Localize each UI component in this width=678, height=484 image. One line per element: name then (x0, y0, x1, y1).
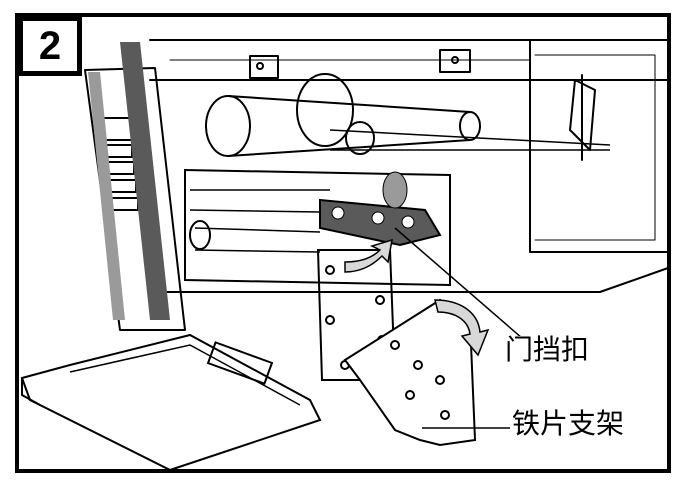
bracket-hole (413, 360, 423, 370)
latch-knob (382, 171, 408, 209)
spindle-hub (345, 121, 375, 155)
ribbon-shaft (329, 129, 611, 151)
plate-hole (375, 295, 385, 305)
platen-end (189, 220, 211, 250)
front-tray (20, 333, 322, 472)
hinge-left (249, 55, 279, 79)
bracket-hole (435, 375, 445, 385)
door-latch-label: 门挡扣 (505, 333, 590, 366)
mechanism-rollers (189, 189, 330, 253)
latch-hole (331, 206, 345, 220)
hinge-screw (451, 56, 459, 64)
ribbon-spindle-disk (296, 73, 354, 147)
step-number-badge: 2 (18, 16, 82, 76)
bracket-hole (405, 390, 415, 400)
plate-hole (325, 315, 335, 325)
tray-label-sensor (206, 341, 274, 385)
right-compartment-inner (534, 54, 656, 241)
hinge-screw (256, 62, 264, 70)
ribbon-spindle-cap (459, 111, 481, 141)
door-latch-leader (394, 227, 531, 346)
tray-inner-edge (69, 344, 301, 406)
plate-hole (325, 265, 335, 275)
iron-bracket-label: 铁片支架 (512, 407, 625, 440)
tray-front-edge (21, 378, 41, 406)
swing-arrow-icon (434, 299, 490, 357)
panel-stripe-light (88, 72, 125, 320)
bracket-hole (390, 340, 400, 350)
latch-hole (371, 211, 385, 225)
print-mechanism (184, 168, 451, 287)
back-panel (149, 39, 669, 293)
hinge-right (439, 49, 471, 73)
panel-stripe (120, 42, 170, 320)
right-compartment (529, 39, 669, 253)
latch-hole (401, 215, 415, 229)
rotate-arrow-icon (344, 238, 393, 273)
bracket-hole (440, 410, 450, 420)
